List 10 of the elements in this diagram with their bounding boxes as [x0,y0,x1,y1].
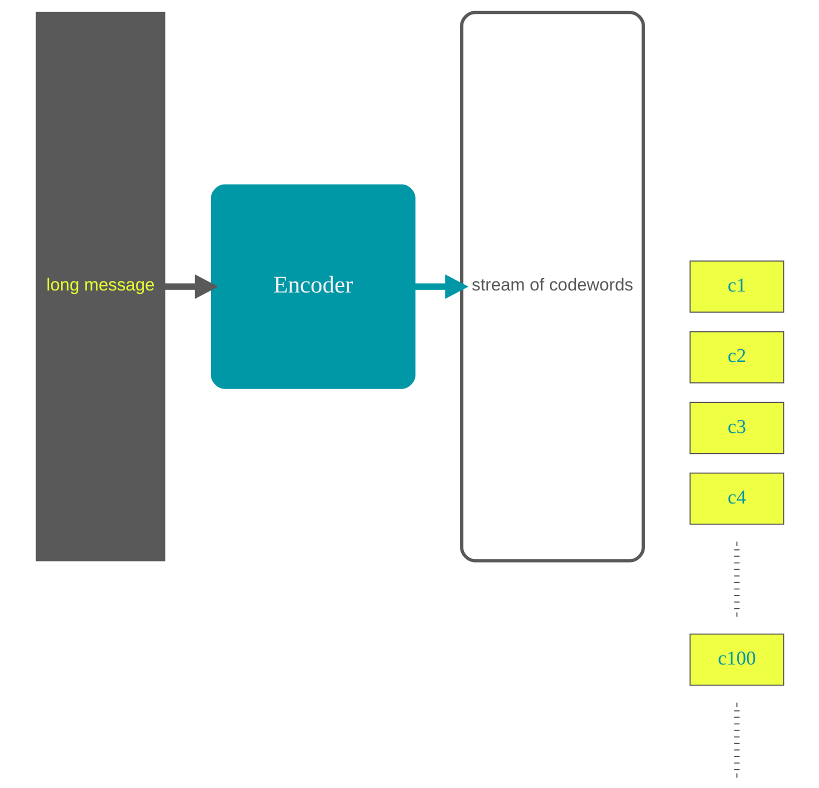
arrow [164,274,218,299]
node-box: c1 [689,260,784,313]
node-box: c4 [689,472,784,525]
arrow [414,274,468,299]
node-box: c2 [689,331,784,384]
node-box: long message [35,12,165,562]
node-box: c3 [689,402,784,454]
node-box: c100 [689,634,784,686]
node-box: Encoder [210,184,415,389]
node-box: stream of codewords [460,10,644,562]
